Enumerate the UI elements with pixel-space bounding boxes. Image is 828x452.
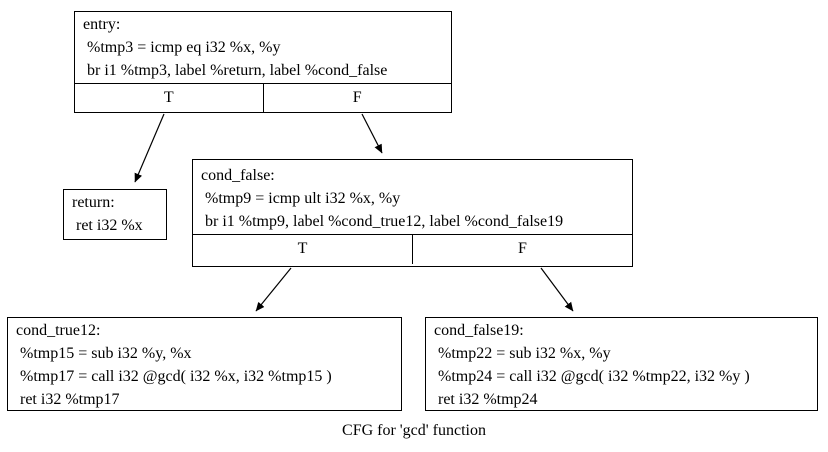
ir-instruction: br i1 %tmp3, label %return, label %cond_… xyxy=(83,62,388,79)
edge-entry-false-to-cond-false xyxy=(361,113,383,154)
branch-row: T F xyxy=(193,234,632,264)
node-return-body: return: ret i32 %x xyxy=(64,190,166,238)
ir-instruction: ret i32 %tmp17 xyxy=(16,391,120,408)
edge-entry-true-to-return xyxy=(134,113,165,183)
cfg-node-entry: entry: %tmp3 = icmp eq i32 %x, %y br i1 … xyxy=(74,11,452,113)
branch-true-cell: T xyxy=(163,89,174,106)
ir-instruction: %tmp22 = sub i32 %x, %y xyxy=(434,345,611,362)
branch-true-cell: T xyxy=(297,240,308,257)
basic-block-label: return: xyxy=(72,194,115,211)
basic-block-label: cond_false: xyxy=(201,167,275,184)
node-cond-false-body: cond_false: %tmp9 = icmp ult i32 %x, %y … xyxy=(193,160,632,234)
basic-block-label: entry: xyxy=(83,16,121,33)
ir-instruction: %tmp9 = icmp ult i32 %x, %y xyxy=(201,190,401,207)
ir-instruction: br i1 %tmp9, label %cond_true12, label %… xyxy=(201,213,564,230)
branch-row: T F xyxy=(75,83,452,112)
ir-instruction: ret i32 %tmp24 xyxy=(434,391,538,408)
cfg-node-cond-false: cond_false: %tmp9 = icmp ult i32 %x, %y … xyxy=(192,159,633,267)
cfg-node-return: return: ret i32 %x xyxy=(63,189,167,240)
node-cond-true12-body: cond_true12: %tmp15 = sub i32 %y, %x %tm… xyxy=(8,318,401,410)
cfg-node-cond-true12: cond_true12: %tmp15 = sub i32 %y, %x %tm… xyxy=(7,317,402,411)
branch-false-cell: F xyxy=(412,235,632,264)
cfg-node-cond-false19: cond_false19: %tmp22 = sub i32 %x, %y %t… xyxy=(425,317,818,411)
branch-false-cell: F xyxy=(262,84,452,112)
edge-cond-false-false-to-cond-false19 xyxy=(540,267,574,312)
node-cond-false19-body: cond_false19: %tmp22 = sub i32 %x, %y %t… xyxy=(426,318,817,410)
basic-block-label: cond_false19: xyxy=(434,322,524,339)
graph-caption: CFG for 'gcd' function xyxy=(342,422,486,439)
ir-instruction: %tmp3 = icmp eq i32 %x, %y xyxy=(83,39,281,56)
edge-cond-false-true-to-cond-true12 xyxy=(255,267,292,312)
basic-block-label: cond_true12: xyxy=(16,322,101,339)
ir-instruction: %tmp24 = call i32 @gcd( i32 %tmp22, i32 … xyxy=(434,368,750,385)
node-entry-body: entry: %tmp3 = icmp eq i32 %x, %y br i1 … xyxy=(75,12,451,83)
ir-instruction: ret i32 %x xyxy=(72,217,143,234)
ir-instruction: %tmp17 = call i32 @gcd( i32 %x, i32 %tmp… xyxy=(16,368,332,385)
ir-instruction: %tmp15 = sub i32 %y, %x xyxy=(16,345,192,362)
